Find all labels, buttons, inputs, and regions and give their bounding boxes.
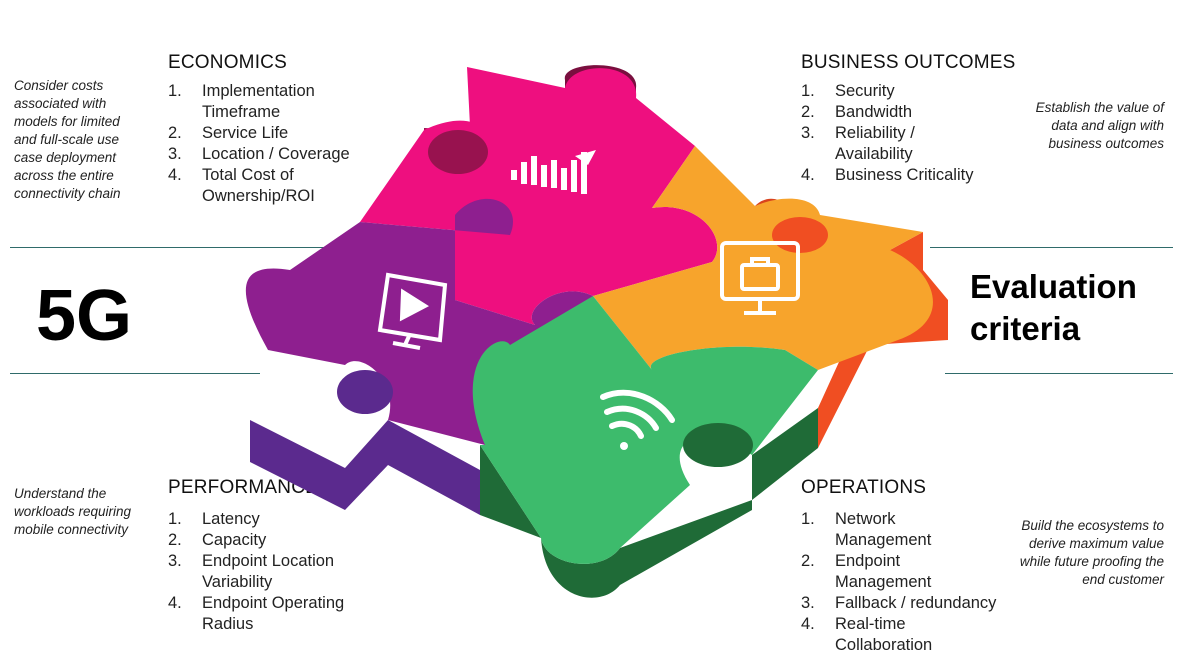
briefcase-monitor-icon [720,241,800,315]
list-item: 2.Service Life [168,124,289,142]
brand-5g: 5G [36,276,133,356]
list-item: 4.Endpoint Operating Radius [168,594,345,633]
list-item: 1.Latency [168,510,260,528]
performance-note: Understand the workloads requiring mobil… [14,486,132,537]
divider-top-left [10,247,340,248]
business-note: Establish the value of data and align wi… [1035,100,1164,151]
operations-side [480,408,818,598]
wifi-icon [600,389,675,450]
headline: Evaluation criteria [970,266,1137,350]
list-item: 2.Capacity [168,531,267,549]
headline-line-1: Evaluation [970,268,1137,305]
economics-title: ECONOMICS [168,52,287,73]
economics-note: Consider costs associated with models fo… [14,78,121,201]
operations-piece [472,296,818,564]
list-item: 3.Endpoint Location Variability [168,552,335,591]
list-item: 3.Fallback / redundancy [801,594,997,612]
list-item: 4.Real-time Collaboration [801,615,933,654]
list-item: 4.Total Cost of Ownership/ROI [168,166,315,205]
performance-title: PERFORMANCE [168,477,318,498]
operations-title: OPERATIONS [801,477,927,498]
economics-hole [428,130,488,174]
performance-list: 1.Latency 2.Capacity 3.Endpoint Location… [168,509,363,635]
operations-hole [683,423,753,467]
headline-line-2: criteria [970,310,1081,347]
video-monitor-icon [377,272,448,350]
list-item: 2.Endpoint Management [801,552,932,591]
puzzle-graphic [228,65,948,598]
list-item: 1.Security [801,82,895,100]
operations-list: 1.Network Management 2.Endpoint Manageme… [801,509,1016,656]
operations-note: Build the ecosystems to derive maximum v… [1019,518,1164,587]
business-list: 1.Security 2.Bandwidth 3.Reliability / A… [801,81,991,186]
divider-bottom-left [10,373,260,374]
economics-list: 1.Implementation Timeframe 2.Service Lif… [168,81,368,207]
growth-chart-icon [511,150,596,194]
performance-side [228,276,480,515]
divider-top-right [930,247,1173,248]
list-item: 3.Reliability / Availability [801,124,915,163]
list-item: 1.Network Management [801,510,932,549]
list-item: 4.Business Criticality [801,166,974,184]
business-title: BUSINESS OUTCOMES [801,52,1016,73]
divider-bottom-right [945,373,1173,374]
list-item: 1.Implementation Timeframe [168,82,315,121]
list-item: 3.Location / Coverage [168,145,350,163]
list-item: 2.Bandwidth [801,103,913,121]
performance-hole [337,370,393,414]
